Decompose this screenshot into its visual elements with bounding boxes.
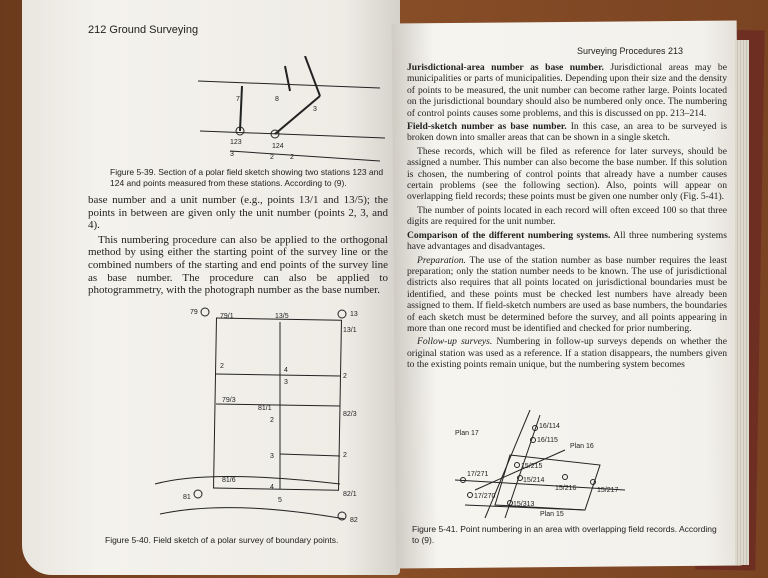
- fig41-label: 17/271: [467, 471, 489, 478]
- page-edges: [735, 40, 749, 565]
- fig40-label: 81/1: [258, 405, 272, 412]
- fig40-label: 3: [284, 379, 288, 386]
- fig40-label: 79: [190, 309, 198, 316]
- fig39-label: 3: [230, 151, 234, 158]
- fig40-label: 79/3: [222, 397, 236, 404]
- left-page-header: 212 Ground Surveying: [88, 24, 199, 36]
- fig41-label: 16/114: [539, 423, 560, 430]
- paragraph: Numbering in follow-up surveys depends o…: [407, 336, 727, 371]
- fig40-label: 81/6: [222, 477, 236, 484]
- paragraph: These records, which will be filed as re…: [407, 145, 727, 203]
- fig40-label: 82/1: [343, 491, 357, 498]
- fig41-label: 17/270: [474, 493, 496, 500]
- paragraph: All three numbering systems have advanta…: [407, 229, 727, 253]
- subsection-title: Follow-up surveys.: [417, 336, 493, 348]
- fig39-label: 123: [230, 139, 242, 146]
- fig40-label: 13/1: [343, 327, 357, 334]
- plan-label: Plan 17: [455, 430, 479, 437]
- fig39-label: 2: [270, 154, 274, 161]
- fig40-label: 13/5: [275, 313, 289, 320]
- fig41-label: 15/215: [521, 463, 543, 470]
- paragraph: This numbering procedure can also be app…: [88, 233, 388, 297]
- left-page-text: base number and a unit number (e.g., poi…: [88, 194, 388, 299]
- fig40-label: 2: [220, 363, 224, 370]
- fig40-label: 2: [270, 417, 274, 424]
- fig41-label: 15/313: [513, 501, 535, 508]
- fig40-label: 81: [183, 494, 191, 501]
- fig40-label: 79/1: [220, 313, 234, 320]
- paragraph: The use of the station number as base nu…: [407, 254, 727, 334]
- figure-5-40: 79 79/1 13/5 13 13/1 2 4 3 2 79/3 81/1 2…: [154, 307, 358, 524]
- left-page: [22, 0, 400, 575]
- paragraph: In this case, an area to be surveyed is …: [407, 121, 728, 144]
- fig40-label: 2: [343, 373, 347, 380]
- fig41-label: 16/115: [537, 437, 558, 444]
- fig41-label: 15/216: [555, 485, 577, 492]
- fig39-label: 7: [236, 96, 240, 103]
- fig40-label: 4: [284, 367, 288, 374]
- section-title: Field-sketch number as base number.: [407, 121, 567, 133]
- right-page-text: Jurisdictional-area number as base numbe…: [407, 62, 727, 373]
- figure-5-39-caption: Figure 5-39. Section of a polar field sk…: [110, 167, 384, 188]
- paragraph: Jurisdictional areas may be municipaliti…: [407, 62, 727, 119]
- plan-label: Plan 15: [540, 511, 564, 518]
- fig41-label: 15/217: [597, 487, 619, 494]
- fig39-label: 2: [290, 154, 294, 161]
- paragraph: The number of points located in each rec…: [407, 204, 727, 228]
- fig40-label: 5: [278, 497, 282, 504]
- fig39-label: 3: [313, 106, 317, 113]
- plan-label: Plan 16: [570, 443, 594, 450]
- fig40-label: 3: [270, 453, 274, 460]
- fig40-label: 82/3: [343, 411, 357, 418]
- fig40-label: 82: [350, 517, 358, 524]
- section-title: Jurisdictional-area number as base numbe…: [407, 62, 604, 73]
- fig39-label: 8: [275, 96, 279, 103]
- subsection-title: Preparation.: [417, 254, 466, 266]
- section-title: Comparison of the different numbering sy…: [407, 229, 611, 241]
- figure-5-39: 7 8 3 123 124 3 2 2: [197, 56, 386, 162]
- fig39-label: 124: [272, 143, 284, 150]
- fig40-label: 13: [350, 311, 358, 318]
- figure-5-41: Plan 17 Plan 16 Plan 15 16/114 16/115 15…: [454, 410, 626, 519]
- figure-5-41-caption: Figure 5-41. Point numbering in an area …: [412, 524, 717, 545]
- fig40-label: 4: [270, 484, 274, 491]
- figure-5-40-caption: Figure 5-40. Field sketch of a polar sur…: [105, 535, 339, 545]
- right-page-header: Surveying Procedures 213: [577, 46, 684, 56]
- fig41-label: 15/214: [523, 477, 545, 484]
- fig40-label: 2: [343, 452, 347, 459]
- paragraph: base number and a unit number (e.g., poi…: [88, 194, 388, 232]
